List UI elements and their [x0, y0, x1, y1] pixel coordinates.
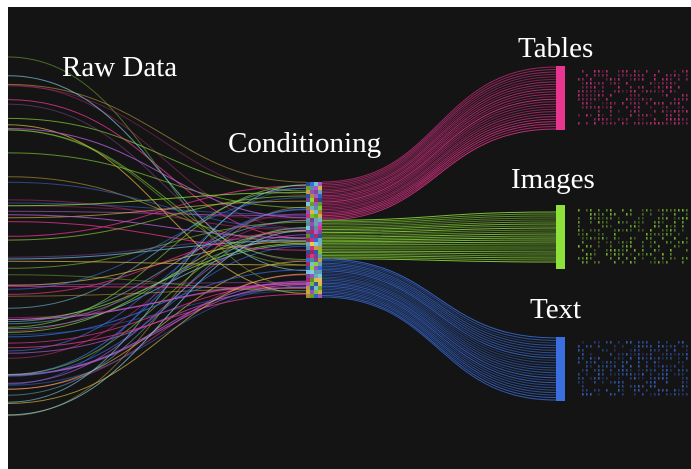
images-branch: [321, 205, 688, 269]
images-bar: [556, 205, 565, 269]
raw-data-lines: [8, 56, 307, 417]
flow-lines: [8, 56, 688, 417]
text-branch: [321, 258, 688, 401]
images-label: Images: [511, 163, 595, 195]
conditioning-label: Conditioning: [228, 127, 382, 159]
text-label: Text: [530, 293, 582, 325]
tables-label: Tables: [518, 32, 594, 64]
tables-bar: [556, 66, 565, 130]
raw-data-label: Raw Data: [62, 51, 178, 83]
conditioning-block: [306, 182, 322, 298]
tables-branch: [321, 66, 688, 221]
text-bar: [556, 337, 565, 401]
pipeline-diagram: Raw Data Conditioning Tables Images Text: [8, 7, 691, 469]
